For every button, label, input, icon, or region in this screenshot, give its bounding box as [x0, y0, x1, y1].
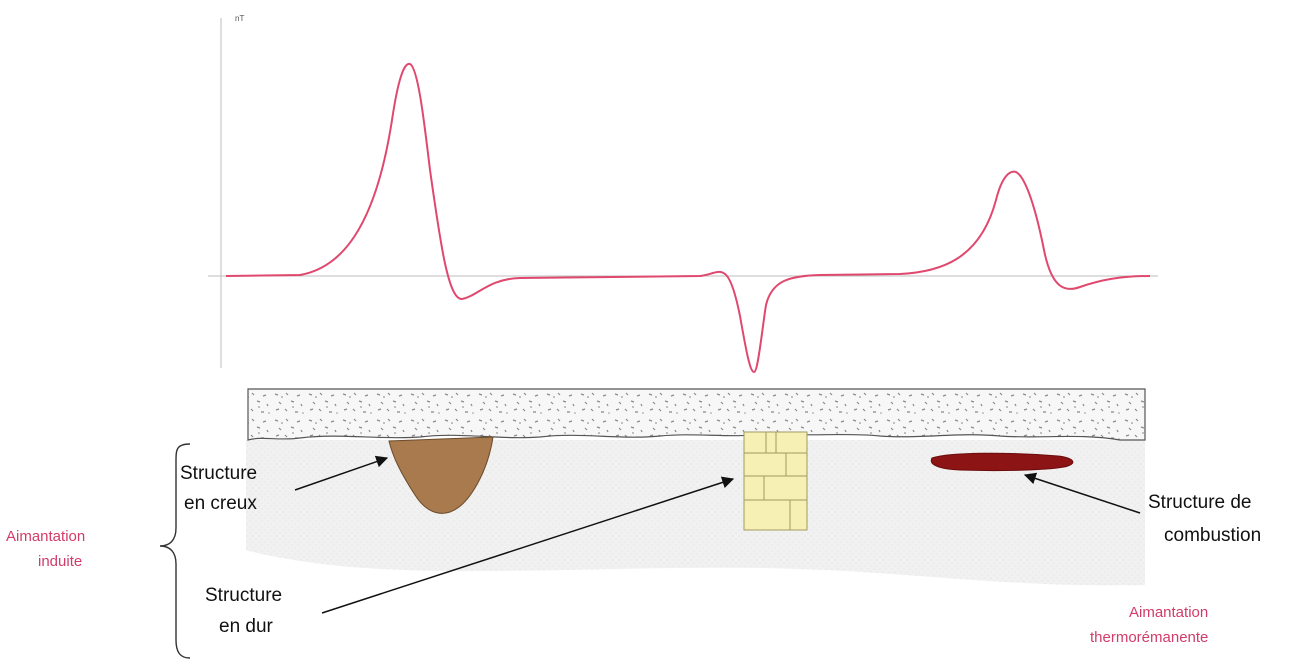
- hearth-label-line1: Structure de: [1148, 492, 1252, 513]
- magnetic-graph: nT: [208, 14, 1158, 372]
- pit-label-line2: en creux: [184, 493, 257, 514]
- soil-profile: [246, 389, 1145, 585]
- pit-label-line1: Structure: [180, 463, 257, 484]
- wall-label-line2: en dur: [219, 616, 274, 637]
- wall-feature: [744, 432, 807, 530]
- topsoil-layer: [248, 389, 1145, 440]
- wall-label-line1: Structure: [205, 585, 282, 606]
- induced-label-line2: induite: [38, 553, 82, 570]
- magnetic-anomaly-curve: [226, 64, 1150, 372]
- thermo-label-line1: Aimantation: [1129, 604, 1208, 621]
- axis-unit-label: nT: [235, 14, 244, 23]
- induced-label-line1: Aimantation: [6, 528, 85, 545]
- hearth-label-line2: combustion: [1164, 525, 1261, 546]
- hearth-feature: [931, 453, 1073, 470]
- thermo-label-line2: thermorémanente: [1090, 629, 1208, 646]
